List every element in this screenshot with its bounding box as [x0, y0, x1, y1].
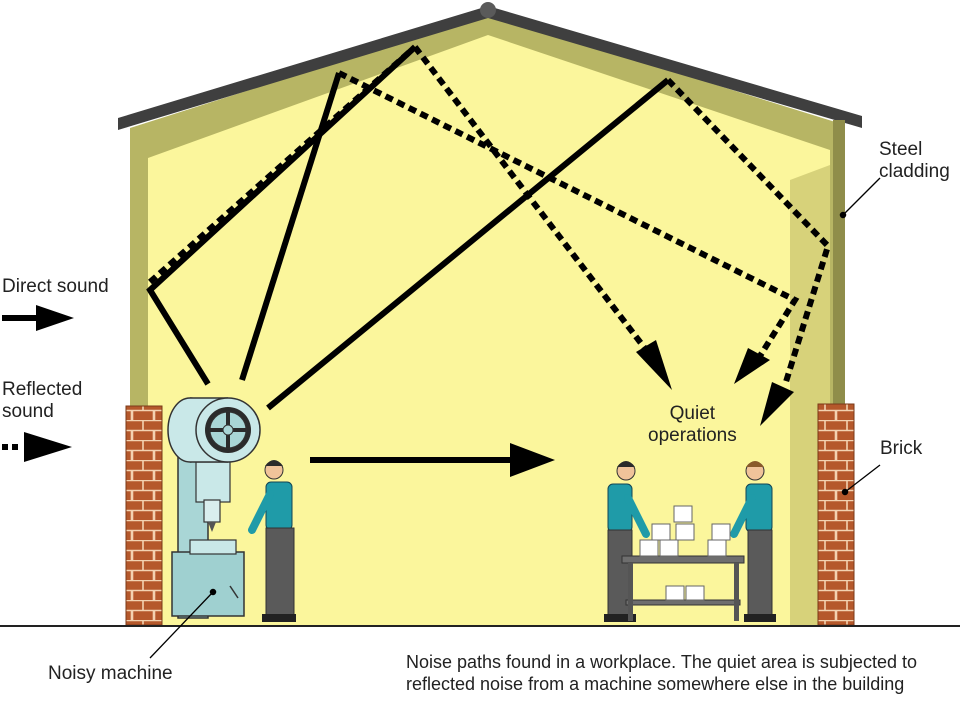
- direct-path-arrowhead: [510, 443, 555, 477]
- worker-right: [730, 461, 776, 622]
- direct-path-up: [239, 72, 342, 381]
- brick-pillar-left: [125, 405, 163, 626]
- brick-label: Brick: [880, 438, 923, 459]
- quiet-operations-area: [604, 461, 776, 622]
- direct-path-roof: [266, 77, 670, 411]
- building-interior: [148, 35, 830, 625]
- reflected-path-3: [665, 77, 832, 386]
- noisy-machine-label: Noisy machine: [48, 663, 173, 684]
- boxes: [639, 505, 731, 601]
- steel-column-right: [833, 120, 845, 420]
- roof-vent: [480, 2, 496, 18]
- worker-left: [604, 461, 650, 622]
- figure-caption: Noise paths found in a workplace. The qu…: [406, 652, 917, 694]
- reflected-arrowheads: [636, 340, 794, 426]
- legend-direct-arrow: [2, 305, 74, 331]
- reflected-sound-label: Reflected sound: [2, 379, 83, 422]
- brick-pillar-right: [817, 403, 855, 626]
- direct-sound-label: Direct sound: [2, 276, 109, 297]
- label-leaders: [149, 177, 881, 659]
- reflected-path-4: [148, 44, 417, 285]
- noisy-machine: [167, 397, 261, 619]
- reflected-path-1: [412, 45, 653, 357]
- quiet-operations-label: Quiet operations: [648, 403, 737, 446]
- machine-operator: [248, 460, 296, 622]
- reflected-sound-paths: [148, 44, 832, 386]
- legend-reflected-arrow: [2, 432, 72, 462]
- work-table: [621, 505, 745, 621]
- reflected-path-2: [337, 70, 800, 358]
- steel-cladding-label: Steel cladding: [879, 139, 950, 182]
